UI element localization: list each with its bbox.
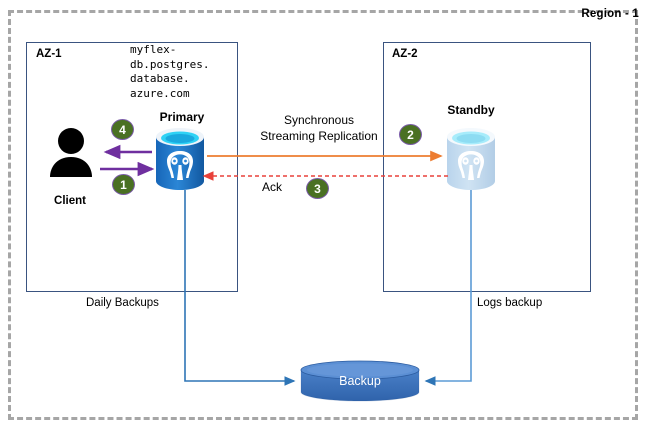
logs-backup-label: Logs backup — [477, 297, 543, 309]
daily-backups-label: Daily Backups — [86, 297, 159, 309]
region-label: Region - 1 — [581, 8, 639, 20]
step-badge-2: 2 — [399, 124, 422, 145]
step-badge-4: 4 — [111, 119, 134, 140]
step-badge-3: 3 — [306, 178, 329, 199]
standby-node-label: Standby — [447, 103, 495, 117]
region-boundary — [8, 10, 638, 420]
database-fqdn-text: myflex- db.postgres. database. azure.com — [130, 43, 210, 100]
postgres-database-icon-primary — [152, 126, 208, 192]
primary-node-label: Primary — [159, 110, 205, 124]
postgres-database-icon-standby — [443, 126, 499, 192]
availability-zone-1-box — [26, 42, 238, 292]
user-icon — [48, 127, 94, 179]
client-node-label: Client — [54, 195, 86, 207]
backup-node-label: Backup — [339, 374, 381, 388]
availability-zone-2-label: AZ-2 — [392, 48, 418, 60]
step-badge-1: 1 — [112, 174, 135, 195]
backup-storage-icon — [299, 360, 421, 402]
availability-zone-1-label: AZ-1 — [36, 48, 62, 60]
availability-zone-2-box — [383, 42, 591, 292]
replication-label: Synchronous Streaming Replication — [260, 113, 378, 143]
ack-label: Ack — [262, 180, 283, 194]
